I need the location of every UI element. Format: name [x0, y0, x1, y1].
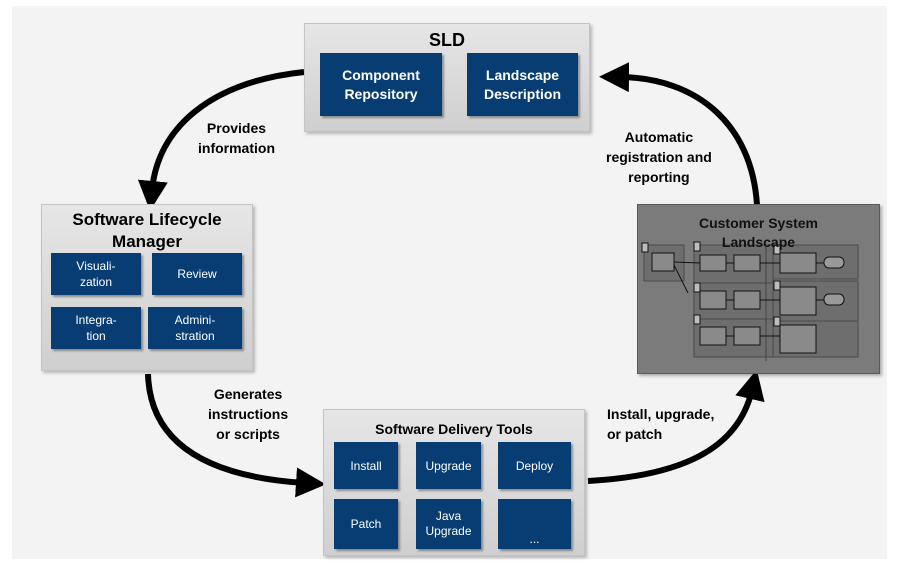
landscape-description-label: Landscape Description [483, 66, 561, 102]
patch-box: Patch [334, 499, 398, 549]
upgrade-label: Upgrade [425, 458, 472, 473]
sdt-panel: Software Delivery Tools Install Upgrade … [323, 409, 585, 556]
java-upgrade-box: Java Upgrade [416, 499, 481, 549]
sld-title: SLD [429, 30, 465, 50]
patch-label: Patch [350, 517, 382, 531]
automatic-registration-label: Automatic registration and reporting [606, 129, 712, 185]
slm-title-line1: Software Lifecycle [72, 210, 222, 229]
landscape-network-graphic [641, 241, 859, 361]
slm-title-line2: Manager [112, 232, 182, 251]
more-tools-box: ... [498, 499, 571, 549]
landscape-title-line1: Customer System [698, 215, 819, 231]
arrow-slm-to-sdt [145, 373, 326, 498]
visualization-label: Visuali- zation [76, 259, 116, 289]
customer-landscape-panel: Customer System Landscape [637, 204, 880, 374]
sld-panel: SLD Component Repository Landscape Descr… [304, 23, 590, 132]
provides-information-label: Provides information [198, 120, 275, 156]
landscape-title-line2: Landscape [721, 234, 796, 250]
slm-panel: Software Lifecycle Manager Visuali- zati… [41, 204, 253, 371]
arrow-sld-to-slm [137, 69, 305, 211]
deploy-box: Deploy [498, 442, 571, 489]
generates-instructions-label: Generates instructions or scripts [208, 386, 289, 442]
java-upgrade-label: Java Upgrade [425, 509, 472, 538]
more-tools-label: ... [529, 532, 540, 546]
component-repository-label: Component Repository [342, 66, 420, 102]
visualization-box: Visuali- zation [51, 253, 141, 295]
administration-box: Admini- stration [148, 307, 242, 349]
integration-box: Integra- tion [51, 307, 141, 349]
administration-label: Admini- stration [174, 313, 216, 343]
sdt-title: Software Delivery Tools [375, 421, 533, 437]
upgrade-box: Upgrade [416, 442, 481, 489]
component-repository-box: Component Repository [320, 53, 442, 116]
install-upgrade-patch-label: Install, upgrade, or patch [607, 406, 715, 442]
install-label: Install [350, 458, 382, 473]
review-label: Review [177, 267, 217, 281]
arrow-csl-to-sld [599, 62, 760, 206]
review-box: Review [152, 253, 242, 295]
arrow-sdt-to-csl [587, 369, 765, 484]
integration-label: Integra- tion [75, 313, 117, 343]
install-box: Install [334, 442, 398, 489]
deploy-label: Deploy [515, 458, 554, 473]
landscape-description-box: Landscape Description [467, 53, 578, 116]
